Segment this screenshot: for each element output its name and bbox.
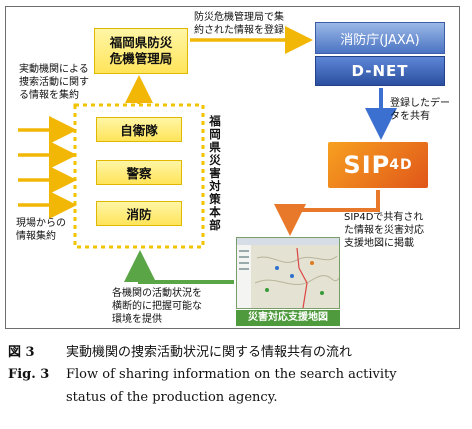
hq-dashed-region [73,103,205,249]
label-registered-share: 登録したデー タを共有 [390,98,450,122]
caption-en-label: Fig. 3 [8,367,50,382]
unit-label: 自衛隊 [120,123,158,138]
map-thumbnail [237,238,339,308]
label-environment: 各機関の活動状況を 横断的に把握可能な 環境を提供 [112,288,202,325]
fdma-label: 消防庁(JAXA) [340,32,420,48]
caption-jp: 図 3 実動機関の捜索活動状況に関する情報共有の流れ [8,341,352,360]
caption-en: Fig. 3 Flow of sharing information on the… [8,367,397,382]
hq-vertical-label: 福岡県災害対策本部 [209,114,221,232]
caption-en-text-1: Flow of sharing information on the searc… [66,367,397,382]
map-to-hq-arrow [124,250,234,284]
unit-label: 警察 [126,166,152,181]
caption-en-line2: status of the production agency. [66,390,278,405]
fdma-box: 消防庁(JAXA) [315,22,445,54]
disaster-support-map-image [236,237,340,309]
fukuoka-office-label: 福岡県防災 危機管理局 [109,35,173,66]
caption-jp-text: 実動機関の捜索活動状況に関する情報共有の流れ [66,345,353,360]
fukuoka-disaster-office-box: 福岡県防災 危機管理局 [94,28,188,74]
label-field-collect: 現場からの 情報集約 [16,218,66,242]
sip-to-map-arrow [274,190,380,236]
dnet-box: D-NET [315,56,445,86]
unit-fire-box: 消防 [96,201,182,226]
unit-police-box: 警察 [96,160,182,185]
label-sip-share: SIP4Dで共有され た情報を災害対応 支援地図に掲載 [344,212,424,249]
unit-sdf-box: 自衛隊 [96,117,182,142]
sip4d-sup: 4D [389,157,413,173]
sip4d-main: SIP [343,151,391,179]
unit-label: 消防 [126,207,152,222]
label-agencies-collect: 実動機関による 捜索活動に関す る情報を集約 [19,64,89,101]
map-caption: 災害対応支援地図 [236,310,340,326]
dnet-label: D-NET [351,62,409,80]
label-to-fdma: 防災危機管理局で集 約された情報を登録 [194,12,284,36]
caption-jp-label: 図 3 [8,345,35,360]
